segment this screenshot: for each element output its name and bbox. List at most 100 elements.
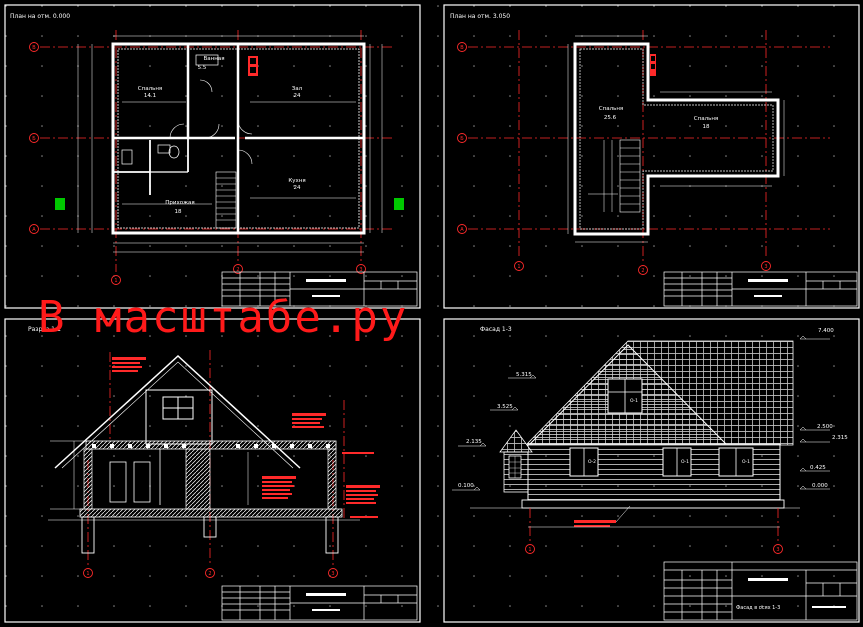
axis-label-b: Б bbox=[460, 136, 464, 142]
room-bedroom1-area: 14.1 bbox=[144, 93, 156, 99]
plan2-title: План на отм. 3.050 bbox=[450, 13, 510, 20]
axis-bubble-2 bbox=[638, 265, 648, 275]
axis-bubble-a bbox=[457, 224, 467, 234]
plan1-kitchen-equipment bbox=[248, 56, 258, 76]
axis-label-v: В bbox=[460, 45, 464, 51]
plan1-fixtures bbox=[121, 54, 219, 165]
axis-label-2: 2 bbox=[641, 268, 644, 274]
sheet-frame bbox=[443, 318, 860, 623]
axis-label-v: В bbox=[32, 45, 36, 51]
axis-bubble-1 bbox=[83, 568, 93, 578]
axis-bubble-3 bbox=[328, 568, 338, 578]
sheet-facade: Фасад 1-3 О-1 О-2 О-1 bbox=[443, 318, 860, 623]
axis-bubble-v bbox=[457, 42, 467, 52]
plan1-title: План на отм. 0.000 bbox=[10, 13, 70, 20]
axis-label-3: 3 bbox=[331, 571, 334, 577]
room-kitchen-area: 24 bbox=[294, 185, 301, 191]
sheet-plan-ground: План на отм. 0.000 В Б А 1 2 3 bbox=[4, 4, 421, 309]
axis-bubble-1 bbox=[111, 275, 121, 285]
plan2-walls bbox=[573, 42, 780, 236]
section-title: Разрез 1-1 bbox=[28, 326, 61, 333]
axis-label-1: 1 bbox=[528, 547, 531, 553]
axis-bubble-2 bbox=[205, 568, 215, 578]
level-0100: 0.100 bbox=[458, 483, 474, 489]
sheet-section: Разрез 1-1 1 2 3 bbox=[4, 318, 421, 623]
axis-bubble-3 bbox=[773, 544, 783, 554]
axis-bubble-b bbox=[457, 133, 467, 143]
axis-label-1: 1 bbox=[517, 264, 520, 270]
facade-callout bbox=[574, 505, 631, 527]
room-hall-name: Зал bbox=[292, 86, 303, 92]
plan1-stairs bbox=[215, 171, 237, 229]
axis-bubble-1 bbox=[525, 544, 535, 554]
facade-stamp-title bbox=[748, 578, 788, 581]
sheet-frame bbox=[4, 318, 421, 623]
room-bedroom3-area: 18 bbox=[703, 124, 710, 130]
plan1-stamp-title bbox=[306, 279, 346, 282]
section-roof bbox=[54, 354, 301, 469]
level-3525: 3.525 bbox=[497, 404, 513, 410]
room-bedroom3-name: Спальня bbox=[694, 116, 718, 122]
window-label-3: О-1 bbox=[681, 459, 689, 465]
axis-label-a: А bbox=[32, 227, 36, 233]
section-ground-floor bbox=[79, 508, 343, 518]
room-hallway-area: 18 bbox=[175, 209, 182, 215]
axis-label-2: 2 bbox=[236, 267, 239, 273]
room-hall-area: 24 bbox=[294, 93, 301, 99]
axis-label-a: А bbox=[460, 227, 464, 233]
facade-axes bbox=[529, 508, 779, 542]
level-5315: 5.315 bbox=[516, 372, 532, 378]
sheet-plan-attic: План на отм. 3.050 В Б А 1 2 3 bbox=[443, 4, 860, 309]
axis-bubble-b bbox=[29, 133, 39, 143]
plan2-stairs bbox=[619, 139, 641, 213]
plan2-dimensions bbox=[567, 35, 785, 243]
section-callouts bbox=[112, 357, 380, 518]
facade-stamp-note: Фасад в осях 1-3 bbox=[736, 605, 780, 611]
facade-level-marks bbox=[452, 335, 830, 491]
facade-stamp-org bbox=[812, 606, 846, 608]
axis-bubble-3 bbox=[356, 264, 366, 274]
section-doors bbox=[109, 449, 161, 505]
axis-label-1: 1 bbox=[86, 571, 89, 577]
plan1-stamp-org bbox=[312, 295, 340, 297]
plan1-markers bbox=[55, 198, 404, 210]
axis-label-3: 3 bbox=[359, 267, 362, 273]
sheet-frame bbox=[4, 4, 421, 309]
sheet-frame bbox=[443, 4, 860, 309]
axis-label-1: 1 bbox=[114, 278, 117, 284]
level-2135: 2.135 bbox=[466, 439, 482, 445]
level-0000: 0.000 bbox=[812, 483, 828, 489]
level-2315: 2.315 bbox=[832, 435, 848, 441]
plan2-equipment bbox=[650, 54, 656, 76]
axis-bubble-3 bbox=[761, 261, 771, 271]
level-0425: 0.425 bbox=[810, 465, 826, 471]
facade-stamp bbox=[663, 561, 858, 621]
level-2500: 2.500 bbox=[817, 424, 833, 430]
room-bedroom1-name: Спальня bbox=[138, 86, 162, 92]
room-hallway-name: Прихожая bbox=[165, 200, 194, 206]
watermark-text: В масштабе.ру bbox=[38, 292, 409, 343]
facade-title: Фасад 1-3 bbox=[480, 326, 512, 333]
facade-porch-window-glazing bbox=[509, 456, 521, 478]
plan1-stamp bbox=[221, 271, 418, 307]
plan2-stamp-org bbox=[754, 295, 782, 297]
room-bedroom2-name: Спальня bbox=[599, 106, 623, 112]
room-kitchen-name: Кухня bbox=[288, 178, 305, 184]
section-axes bbox=[87, 350, 345, 565]
axis-label-2: 2 bbox=[208, 571, 211, 577]
window-label-4: О-1 bbox=[742, 459, 750, 465]
level-7400: 7.400 bbox=[818, 328, 834, 334]
section-attic-floor bbox=[85, 440, 337, 450]
plan1-walls bbox=[111, 42, 366, 235]
section-beams bbox=[92, 444, 330, 448]
axis-label-b: Б bbox=[32, 136, 36, 142]
plan1-dimensions bbox=[77, 35, 383, 253]
room-bedroom2-area: 25.6 bbox=[604, 115, 617, 121]
axis-label-3: 3 bbox=[764, 264, 767, 270]
section-stamp-org bbox=[312, 609, 340, 611]
window-label-2: О-2 bbox=[588, 459, 596, 465]
plan1-doors bbox=[169, 79, 253, 165]
section-stamp-title bbox=[306, 593, 346, 596]
